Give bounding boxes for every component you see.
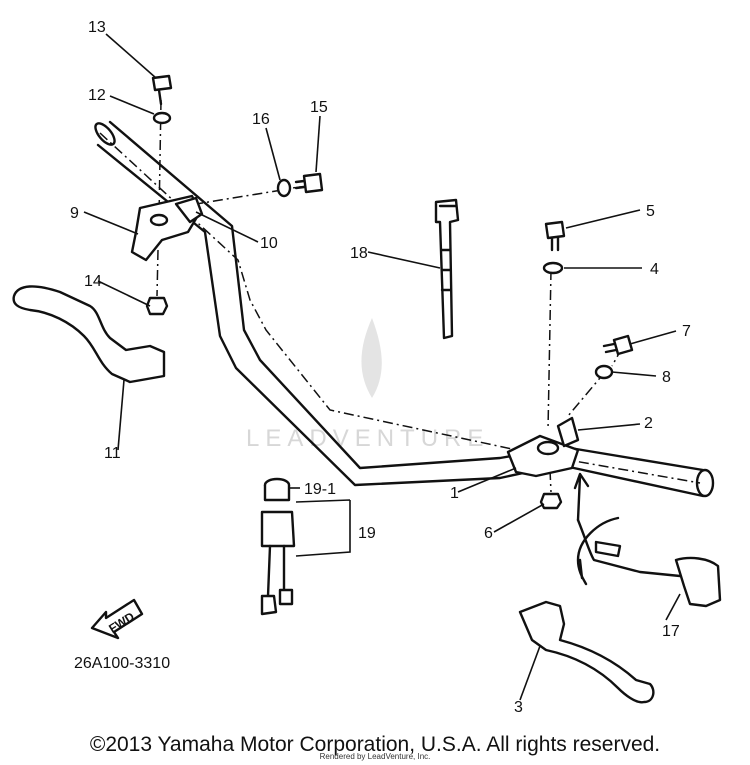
connection-arrow (576, 516, 620, 586)
label-7: 7 (682, 323, 691, 340)
washer-8 (594, 364, 614, 380)
screw-15 (294, 172, 324, 194)
nut-14 (145, 296, 169, 316)
part-labels: 13 12 16 15 9 10 14 11 18 5 4 7 8 2 1 6 … (70, 19, 691, 716)
label-9: 9 (70, 205, 79, 222)
label-13: 13 (88, 19, 106, 36)
render-credit: Rendered by LeadVenture, Inc. (319, 752, 431, 761)
label-19-1: 19-1 (304, 481, 336, 498)
label-5: 5 (646, 203, 655, 220)
left-lever-holder (130, 194, 204, 262)
switch-19 (260, 477, 296, 616)
label-3: 3 (514, 699, 523, 716)
arrow-head (573, 472, 590, 490)
cable-strap-18 (434, 198, 460, 340)
label-2: 2 (644, 415, 653, 432)
label-4: 4 (650, 261, 659, 278)
copyright-notice: ©2013 Yamaha Motor Corporation, U.S.A. A… (89, 733, 661, 756)
label-15: 15 (310, 99, 328, 116)
label-1: 1 (450, 485, 459, 502)
washer-12 (152, 111, 172, 125)
bolt-13 (151, 74, 173, 106)
label-8: 8 (662, 369, 671, 386)
label-17: 17 (662, 623, 680, 640)
label-18: 18 (350, 245, 368, 262)
right-lever-holder (506, 416, 580, 478)
label-12: 12 (88, 87, 106, 104)
fwd-arrow: FWD (90, 598, 144, 640)
leader-lines (83, 33, 681, 701)
label-16: 16 (252, 111, 270, 128)
screw-7 (602, 334, 634, 356)
washer-16 (276, 178, 292, 198)
leadventure-watermark: LEADVENTURE (246, 318, 489, 452)
washer-4 (542, 261, 564, 275)
label-14: 14 (84, 273, 102, 290)
left-lever-11 (12, 285, 166, 384)
label-11: 11 (104, 445, 121, 462)
arrow-shaft (576, 474, 582, 522)
throttle-cable-17 (576, 518, 722, 608)
diagram-code: 26A100-3310 (74, 655, 170, 672)
label-6: 6 (484, 525, 493, 542)
nut-6 (539, 492, 563, 510)
right-lever-3 (518, 600, 655, 704)
watermark-text: LEADVENTURE (246, 425, 489, 452)
bolt-5 (544, 220, 566, 252)
label-10: 10 (260, 235, 278, 252)
label-19: 19 (358, 525, 376, 542)
